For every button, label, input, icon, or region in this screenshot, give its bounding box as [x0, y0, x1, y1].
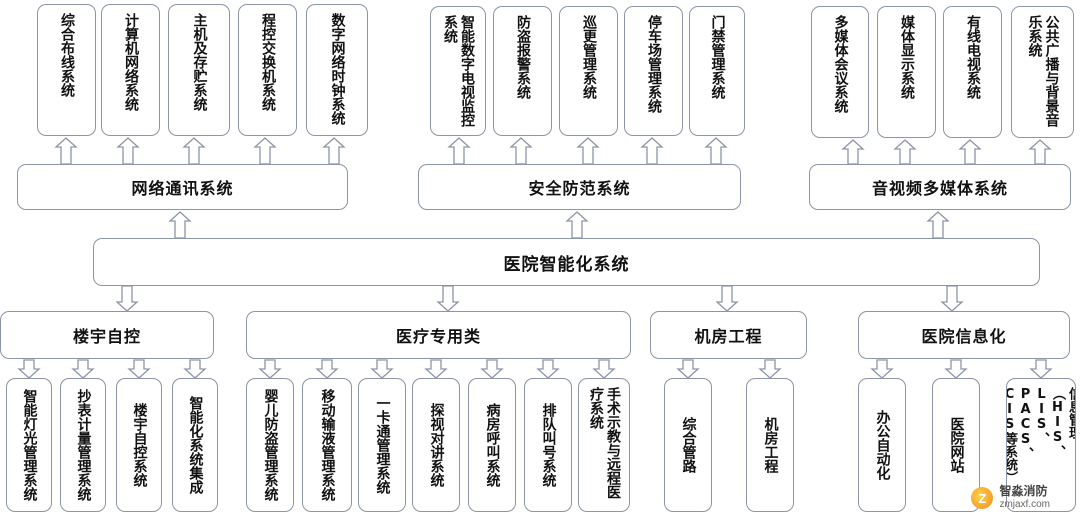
item-cable-tv: 有线电视系统: [943, 6, 1002, 138]
item-pbx: 程控交换机系统: [238, 4, 297, 136]
item-queue-call: 排队叫号系统: [524, 378, 572, 512]
group-network-comm: 网络通讯系统: [17, 164, 348, 210]
item-smart-lighting: 智能灯光管理系统: [6, 378, 52, 512]
watermark-name: 智淼消防: [999, 484, 1048, 498]
arrow-network-item-3: [253, 137, 277, 165]
item-cabling: 综合布线系统: [37, 4, 96, 136]
item-hospital-website: 医院网站: [932, 378, 980, 512]
arrow-security-item-4: [704, 137, 728, 165]
group-building-automation: 楼宇自控: [0, 311, 214, 359]
item-smart-card: 一卡通管理系统: [358, 378, 406, 512]
item-info-management: 信息管理（HIS、LIS、PACS、CIS等系统）: [1006, 378, 1076, 512]
item-machine-room: 机房工程: [746, 378, 794, 512]
item-access-control: 门禁管理系统: [689, 6, 745, 136]
arrow-network-item-0: [54, 137, 78, 165]
arrow-medical-item-3: [424, 359, 448, 379]
arrow-building-item-0: [17, 359, 41, 379]
item-patrol: 巡更管理系统: [559, 6, 618, 136]
item-public-broadcast: 公共广播与背景音乐系统: [1011, 6, 1074, 138]
item-cctv: 智能数字电视监控系统: [430, 6, 486, 136]
item-mobile-infusion: 移动输液管理系统: [302, 378, 352, 512]
item-intrusion-alarm: 防盗报警系统: [493, 6, 552, 136]
group-security: 安全防范系统: [418, 164, 741, 210]
arrow-security-item-1: [509, 137, 533, 165]
arrow-medical-item-2: [370, 359, 394, 379]
item-conference: 多媒体会议系统: [811, 6, 869, 138]
watermark-url: zmjaxf.com: [999, 499, 1050, 510]
arrow-network-item-4: [322, 137, 346, 165]
item-host-storage: 主机及存贮系统: [168, 4, 230, 136]
item-parking: 停车场管理系统: [624, 6, 683, 136]
arrow-av-item-3: [1028, 139, 1052, 165]
arrow-hospital-it-item-2: [1029, 359, 1053, 379]
item-pipeline: 综合管路: [664, 378, 712, 512]
item-bas: 楼宇自控系统: [116, 378, 162, 512]
item-office-automation: 办公自动化: [858, 378, 906, 512]
arrow-machine-room-item-0: [676, 359, 700, 379]
item-meter-reading: 抄表计量管理系统: [60, 378, 106, 512]
arrow-network-item-1: [116, 137, 140, 165]
root-node: 医院智能化系统: [93, 238, 1040, 286]
group-av-multimedia: 音视频多媒体系统: [809, 164, 1071, 210]
arrow-root-to-hospital-it: [940, 285, 964, 312]
arrow-medical-item-5: [536, 359, 560, 379]
arrow-root-to-building: [115, 285, 139, 312]
arrow-hospital-it-item-1: [944, 359, 968, 379]
item-surgery-telemedicine: 手术示教与远程医疗系统: [578, 378, 630, 512]
group-hospital-it: 医院信息化: [858, 311, 1070, 359]
arrow-av-item-2: [958, 139, 982, 165]
arrow-root-to-security: [565, 211, 589, 239]
arrow-building-item-1: [71, 359, 95, 379]
item-ward-call: 病房呼叫系统: [468, 378, 516, 512]
arrow-medical-item-0: [258, 359, 282, 379]
arrow-building-item-3: [183, 359, 207, 379]
arrow-medical-item-1: [315, 359, 339, 379]
arrow-hospital-it-item-0: [870, 359, 894, 379]
arrow-machine-room-item-1: [758, 359, 782, 379]
arrow-medical-item-4: [480, 359, 504, 379]
arrow-security-item-0: [447, 137, 471, 165]
item-infant-protection: 婴儿防盗管理系统: [246, 378, 294, 512]
group-machine-room: 机房工程: [650, 311, 807, 359]
arrow-security-item-2: [576, 137, 600, 165]
arrow-root-to-network: [168, 211, 192, 239]
watermark-logo-icon: Z: [971, 487, 994, 509]
arrow-av-item-1: [893, 139, 917, 165]
item-network-clock: 数字网络时钟系统: [306, 4, 368, 136]
arrow-av-item-0: [841, 139, 865, 165]
item-media-display: 媒体显示系统: [877, 6, 936, 138]
item-system-integration: 智能化系统集成: [172, 378, 218, 512]
arrow-building-item-2: [127, 359, 151, 379]
arrow-root-to-machine-room: [715, 285, 739, 312]
group-medical: 医疗专用类: [246, 311, 631, 359]
item-computer-network: 计算机网络系统: [101, 4, 160, 136]
watermark: Z 智淼消防 zmjaxf.com: [971, 485, 1050, 511]
item-visit-intercom: 探视对讲系统: [412, 378, 460, 512]
arrow-security-item-3: [640, 137, 664, 165]
arrow-root-to-av: [926, 211, 950, 239]
arrow-root-to-medical: [436, 285, 460, 312]
arrow-medical-item-6: [592, 359, 616, 379]
arrow-network-item-2: [182, 137, 206, 165]
